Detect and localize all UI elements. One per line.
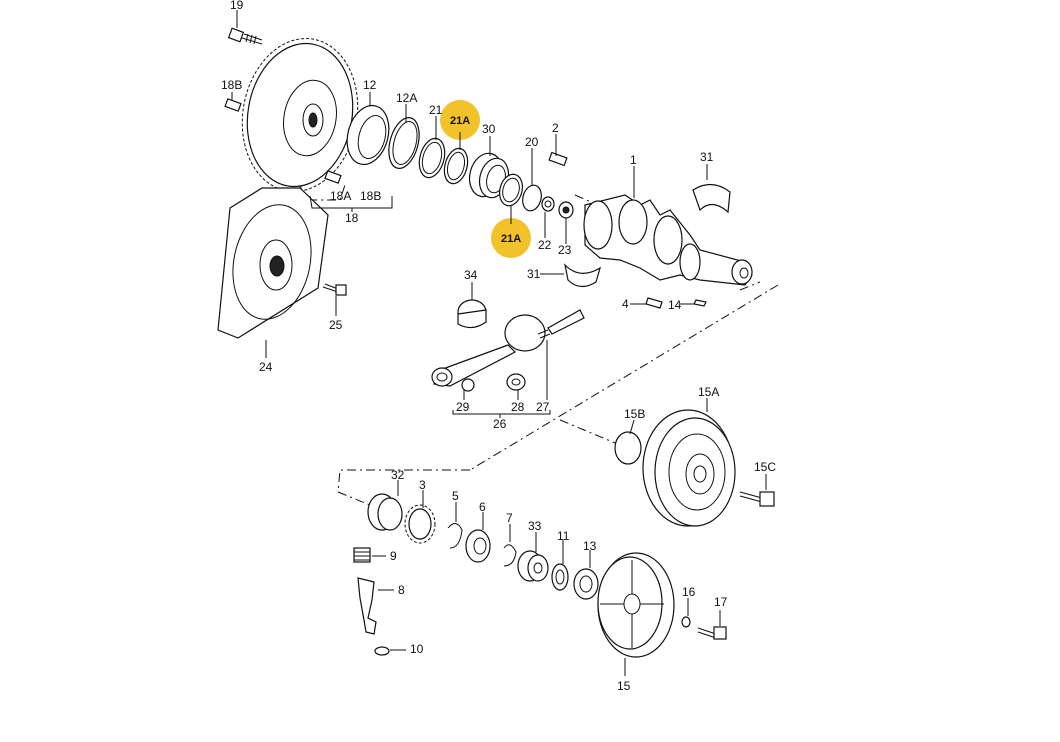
pin-18b — [224, 98, 242, 112]
label-26: 26 — [493, 417, 507, 431]
label-31-top: 31 — [700, 150, 714, 164]
ring-21a-top — [443, 147, 469, 185]
key-14 — [693, 299, 707, 307]
label-15b: 15B — [624, 407, 645, 421]
bolt-25 — [322, 283, 347, 296]
label-16: 16 — [682, 585, 696, 599]
label-5: 5 — [452, 489, 459, 503]
gear-3 — [404, 504, 436, 544]
key-4 — [645, 297, 663, 309]
ring-21a-bottom — [498, 173, 524, 207]
label-17: 17 — [714, 595, 728, 609]
ring-5 — [447, 523, 463, 549]
pin-18a — [324, 170, 342, 184]
label-29: 29 — [456, 400, 470, 414]
label-15: 15 — [617, 679, 631, 693]
label-32: 32 — [391, 468, 405, 482]
label-14: 14 — [668, 298, 682, 312]
ring-15b — [614, 431, 642, 465]
label-31-bottom: 31 — [527, 267, 541, 281]
seal-12 — [346, 104, 390, 166]
plunger-8 — [357, 577, 377, 635]
nut-28 — [506, 373, 526, 391]
highlight-21a-bottom — [491, 218, 531, 258]
ring-21 — [418, 137, 446, 179]
label-28: 28 — [511, 400, 525, 414]
washer-10 — [374, 646, 390, 656]
crankshaft-1 — [583, 194, 753, 286]
bolt-19 — [227, 27, 263, 45]
label-10: 10 — [410, 642, 424, 656]
label-8: 8 — [398, 583, 405, 597]
label-12: 12 — [363, 78, 377, 92]
pin-2 — [548, 151, 568, 167]
spacer-6 — [465, 529, 491, 563]
label-12a: 12A — [396, 91, 417, 105]
leader-lines — [231, 10, 767, 676]
label-34: 34 — [464, 268, 478, 282]
label-4: 4 — [622, 297, 629, 311]
axis-lines — [299, 184, 779, 506]
label-2: 2 — [552, 121, 559, 135]
label-21a-bottom: 21A — [501, 233, 521, 245]
part-labels: 19 18B 12 12A 21 21A 30 2 20 1 31 18A 18… — [221, 0, 776, 693]
label-27: 27 — [536, 400, 550, 414]
label-18b-top: 18B — [221, 78, 242, 92]
label-19: 19 — [230, 0, 244, 12]
flywheel — [241, 38, 359, 192]
pulley-15a — [642, 409, 736, 527]
label-15c: 15C — [754, 460, 776, 474]
ring-7 — [503, 544, 517, 567]
label-18b-bottom: 18B — [360, 189, 381, 203]
bolt-17 — [697, 626, 727, 640]
bushing-29 — [461, 378, 475, 392]
bearing-33 — [517, 550, 549, 582]
label-22: 22 — [538, 238, 552, 252]
ring-22 — [541, 196, 555, 212]
label-33: 33 — [528, 519, 542, 533]
highlight-21a-top — [440, 100, 480, 140]
label-6: 6 — [479, 500, 486, 514]
label-15a: 15A — [698, 385, 719, 399]
washer-11 — [551, 563, 569, 591]
label-13: 13 — [583, 539, 597, 553]
ring-20 — [522, 184, 542, 212]
bearing-shell-31-bottom — [564, 263, 601, 288]
bolt-15c — [739, 491, 775, 507]
label-18a: 18A — [330, 189, 351, 203]
label-23: 23 — [558, 243, 572, 257]
label-24: 24 — [259, 360, 273, 374]
label-21: 21 — [429, 103, 443, 117]
spring-9 — [353, 547, 371, 563]
drive-plate-24 — [217, 187, 329, 339]
connecting-rod — [431, 299, 585, 387]
label-30: 30 — [482, 122, 496, 136]
label-9: 9 — [390, 549, 397, 563]
label-11: 11 — [557, 529, 570, 543]
label-25: 25 — [329, 318, 343, 332]
label-7: 7 — [506, 511, 513, 525]
label-21a-top: 21A — [450, 115, 470, 127]
ring-12a — [388, 117, 420, 169]
bearing-shell-31-top — [692, 183, 731, 214]
seal-13 — [573, 568, 599, 600]
ring-23 — [558, 201, 574, 219]
washer-16 — [681, 616, 691, 628]
seal-32 — [367, 493, 403, 531]
label-18: 18 — [345, 211, 359, 225]
label-20: 20 — [525, 135, 539, 149]
pulley-15 — [597, 552, 675, 658]
label-3: 3 — [419, 478, 426, 492]
label-1: 1 — [630, 153, 637, 167]
